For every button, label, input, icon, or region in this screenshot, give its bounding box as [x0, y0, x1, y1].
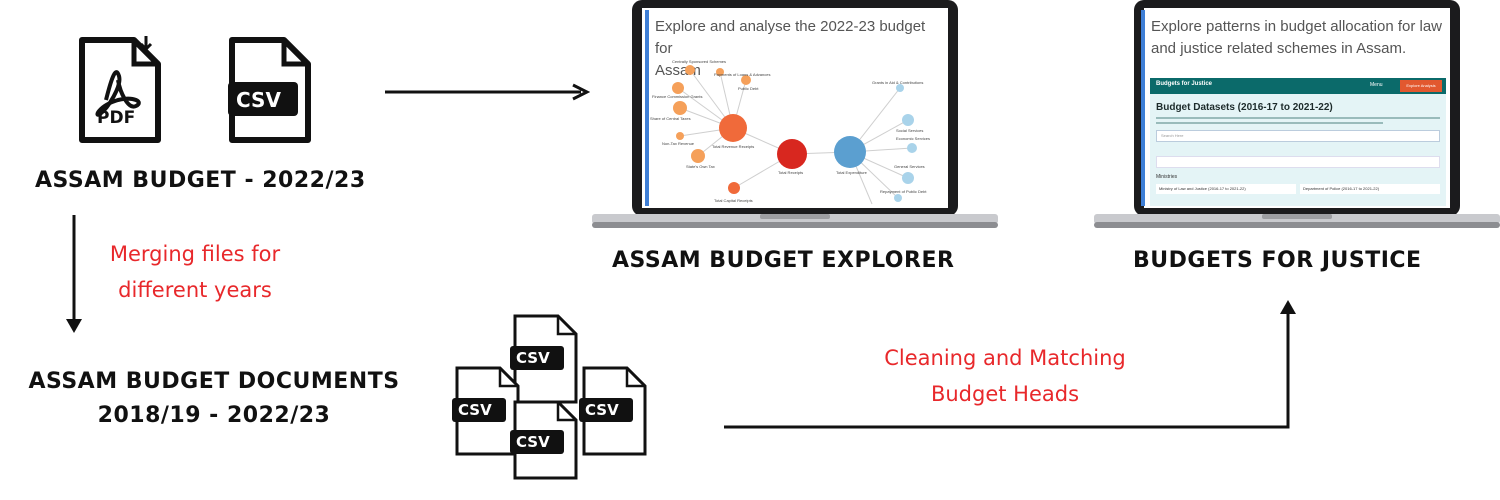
node-label-repayment-debt: Repayment of Public Debt	[880, 189, 927, 194]
node-share-central-taxes	[673, 101, 687, 115]
node-finance-commission	[672, 82, 684, 94]
node-label-public-debt: Public Debt	[738, 86, 759, 91]
justice-search-placeholder: Search Here	[1161, 133, 1184, 138]
assam-budget-title: ASSAM BUDGET - 2022/23	[35, 168, 366, 193]
justice-page-title: Budget Datasets (2016-17 to 2021-22)	[1156, 102, 1333, 113]
node-label-total-receipts: Total Receipts	[778, 170, 803, 175]
explorer-heading-line1: Explore and analyse the 2022-23 budget f…	[655, 18, 926, 57]
node-total-receipts	[777, 139, 807, 169]
node-total-expenditure	[834, 136, 866, 168]
node-label-social-services: Social Services	[896, 128, 923, 133]
node-label-total-revenue: Total Revenue Receipts	[712, 144, 754, 149]
csv-stack-label-right: CSV	[585, 401, 619, 419]
justice-ministries-label: Ministries	[1156, 174, 1178, 180]
explorer-screen-heading: Explore and analyse the 2022-23 budget f…	[655, 16, 945, 82]
node-general-services	[902, 172, 914, 184]
justice-dataset-row: Ministry of Law and Justice (2016-17 to …	[1156, 184, 1440, 194]
csv-label: CSV	[236, 88, 281, 112]
justice-dataset-police[interactable]: Department of Police (2016-17 to 2021-22…	[1300, 184, 1440, 194]
csv-file-icon	[228, 36, 312, 144]
node-centrally-sponsored	[685, 65, 695, 75]
justice-dataset-law[interactable]: Ministry of Law and Justice (2016-17 to …	[1156, 184, 1296, 194]
node-label-economic-services: Economic Services	[896, 136, 930, 141]
node-economic-services	[907, 143, 917, 153]
node-states-own-tax	[691, 149, 705, 163]
explorer-screen-accent	[645, 10, 649, 206]
csv-stack-label-left: CSV	[458, 401, 492, 419]
justice-heading-line1: Explore patterns in budget allocation fo…	[1151, 18, 1443, 35]
pdf-label: PDF	[97, 108, 136, 128]
csv-stack-label-bottom: CSV	[516, 433, 550, 451]
explorer-caption: ASSAM BUDGET EXPLORER	[612, 248, 955, 273]
node-label-total-capital: Total Capital Receipts	[714, 198, 753, 203]
node-loans-advances	[716, 68, 724, 76]
csv-stack-icon	[448, 312, 648, 482]
node-label-grants-in-aid: Grants in Aid & Contributions	[872, 80, 923, 85]
node-total-revenue	[719, 114, 747, 142]
explorer-network-graph: Centrally Sponsored Schemes Payments of …	[650, 58, 952, 206]
justice-site-navbar: Budgets for Justice Menu Explore Analysi…	[1150, 78, 1446, 94]
node-label-non-tax-revenue: Non-Tax Revenue	[662, 141, 695, 146]
to-explorer-arrow	[385, 82, 591, 102]
node-label-finance-commission: Finance Commission Grants	[652, 94, 702, 99]
node-label-total-expenditure: Total Expenditure	[836, 170, 868, 175]
cleaning-note-line1: Cleaning and Matching	[884, 346, 1126, 370]
justice-description-lines	[1156, 117, 1440, 124]
node-non-tax-revenue	[676, 132, 684, 140]
documents-title-line1: ASSAM BUDGET DOCUMENTS	[28, 369, 400, 394]
csv-stack-label-top: CSV	[516, 349, 550, 367]
cleaning-note-line2: Budget Heads	[930, 382, 1080, 406]
csv-file-bottom-icon	[510, 400, 578, 480]
node-label-share-central-taxes: Share of Central Taxes	[650, 116, 691, 121]
justice-caption: BUDGETS FOR JUSTICE	[1133, 248, 1422, 273]
node-social-services	[902, 114, 914, 126]
justice-website: Budgets for Justice Menu Explore Analysi…	[1150, 78, 1446, 206]
node-label-centrally-sponsored: Centrally Sponsored Schemes	[672, 59, 726, 64]
node-public-debt	[741, 75, 751, 85]
merge-note-line1: Merging files for	[109, 242, 281, 266]
merge-note: Merging files for different years	[80, 236, 310, 308]
justice-filter-row[interactable]	[1156, 156, 1440, 168]
node-repayment-debt	[894, 194, 902, 202]
cleaning-note: Cleaning and Matching Budget Heads	[830, 340, 1180, 412]
justice-search-input[interactable]: Search Here	[1156, 130, 1440, 142]
justice-menu-button[interactable]: Menu	[1370, 82, 1383, 88]
csv-file-right-icon	[579, 366, 647, 456]
justice-site-name[interactable]: Budgets for Justice	[1156, 81, 1213, 87]
justice-screen-accent	[1141, 10, 1145, 206]
justice-heading-line2: and justice related schemes in Assam.	[1151, 40, 1407, 57]
node-label-states-own-tax: State's Own Tax	[686, 164, 715, 169]
node-label-loans-advances: Payments of Loans & Advances	[714, 72, 770, 77]
documents-title-line2: 2018/19 - 2022/23	[97, 403, 331, 428]
explorer-laptop	[592, 0, 998, 230]
pdf-file-icon	[78, 36, 162, 144]
merge-arrow	[62, 215, 86, 335]
justice-cta-button[interactable]: Explore Analysis	[1400, 80, 1442, 92]
node-total-capital	[728, 182, 740, 194]
node-grants-in-aid	[896, 84, 904, 92]
documents-title: ASSAM BUDGET DOCUMENTS 2018/19 - 2022/23	[14, 365, 414, 433]
cleaning-arrow	[722, 298, 1302, 438]
merge-note-line2: different years	[118, 278, 272, 302]
node-label-general-services: General Services	[894, 164, 925, 169]
justice-screen-heading: Explore patterns in budget allocation fo…	[1151, 16, 1447, 60]
